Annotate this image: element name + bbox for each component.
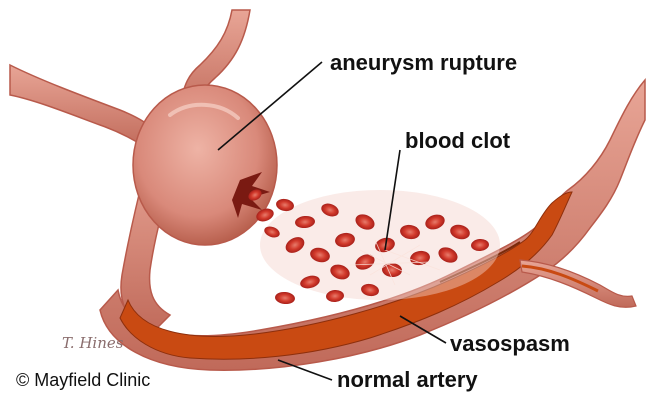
artist-signature: T. Hines (62, 334, 123, 352)
label-aneurysm-rupture: aneurysm rupture (330, 52, 517, 74)
label-vasospasm: vasospasm (450, 333, 570, 355)
red-blood-cell-icon (275, 291, 296, 305)
label-normal-artery: normal artery (337, 369, 478, 391)
aneurysm-sac (133, 85, 277, 245)
label-blood-clot: blood clot (405, 130, 510, 152)
copyright-credit: © Mayfield Clinic (16, 371, 150, 389)
